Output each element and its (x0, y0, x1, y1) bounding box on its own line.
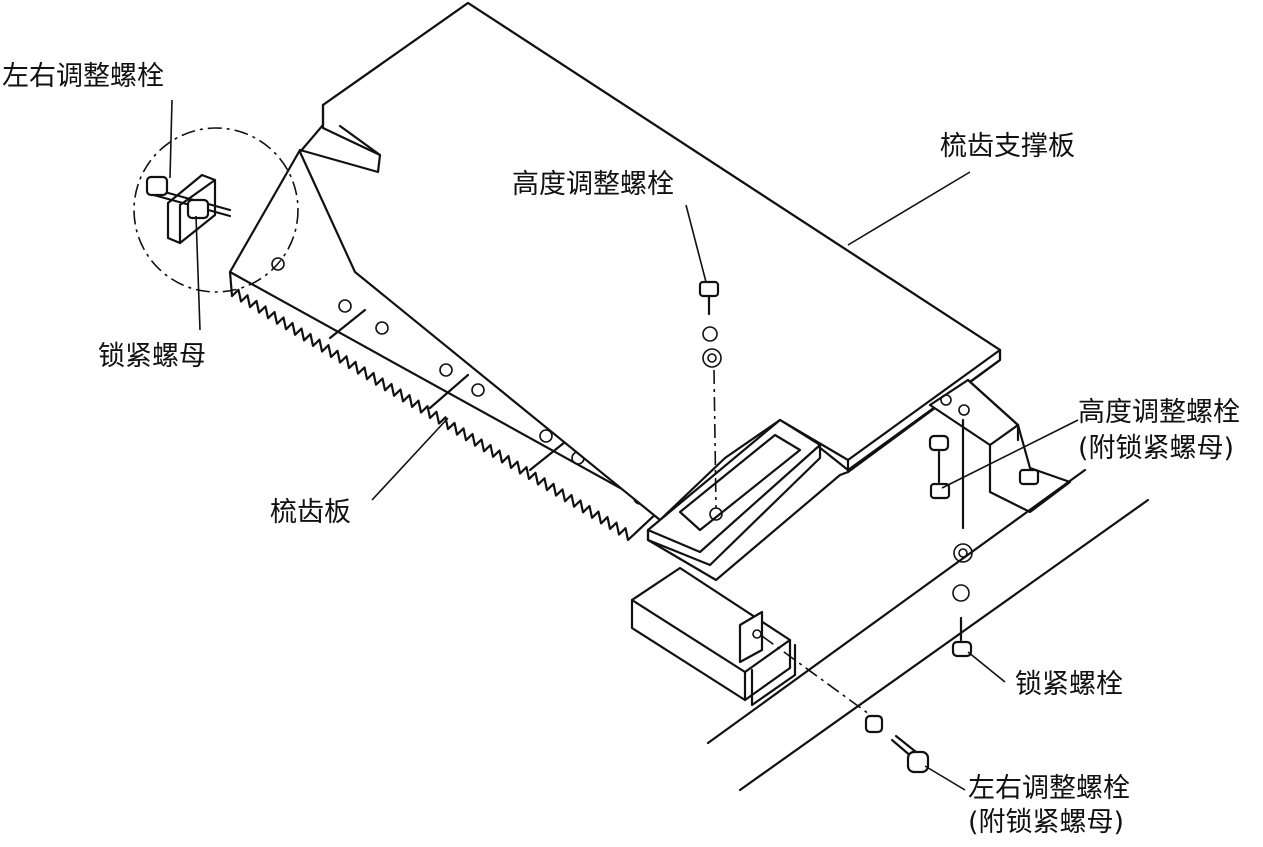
label-height-bolt-right-2: (附锁紧螺母) (1078, 433, 1235, 464)
label-lock-bolt: 锁紧螺栓 (1015, 669, 1123, 700)
label-lr-bolt-bottom-2: (附锁紧螺母) (968, 807, 1125, 838)
label-height-bolt-top: 高度调整螺栓 (512, 169, 674, 200)
height-bolt-center (698, 280, 722, 509)
label-comb-plate: 梳齿板 (270, 497, 351, 528)
label-lr-bolt-top: 左右调整螺栓 (2, 61, 164, 92)
label-lr-bolt-bottom-1: 左右调整螺栓 (968, 773, 1130, 804)
label-lock-nut: 锁紧螺母 (98, 341, 206, 372)
lr-bolt-detail (133, 127, 299, 293)
comb-support-plate (298, 1, 1072, 582)
floor-rails (706, 468, 1150, 792)
leader-lines (169, 99, 1079, 791)
height-bolt-right (928, 418, 973, 658)
label-height-bolt-right-1: 高度调整螺栓 (1078, 397, 1240, 428)
bottom-block (630, 566, 930, 774)
label-comb-support-plate: 梳齿支撑板 (940, 131, 1075, 162)
